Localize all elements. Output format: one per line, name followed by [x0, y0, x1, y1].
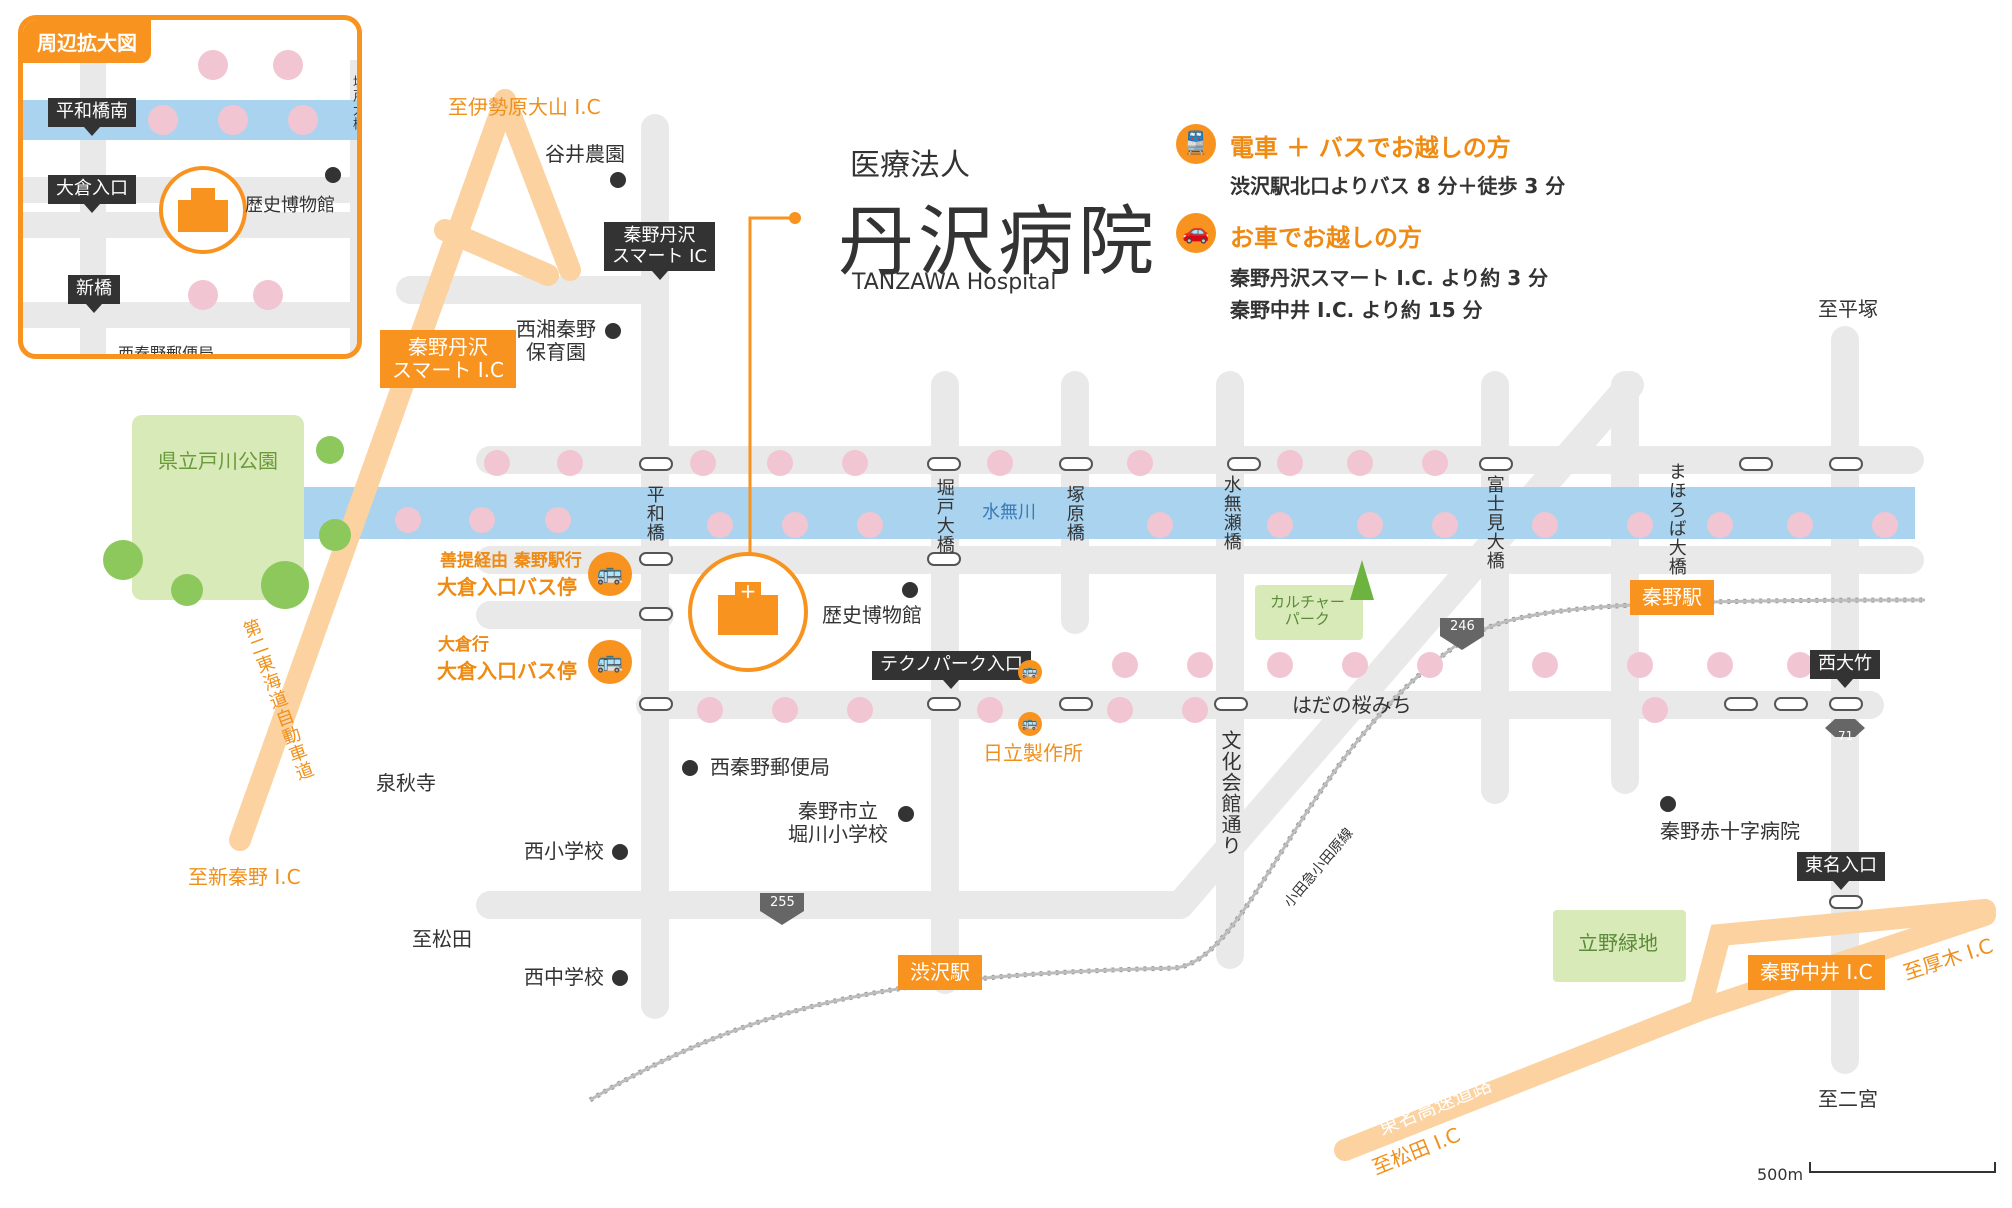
label-post: 西秦野郵便局 — [710, 755, 830, 779]
bridge-horito: 堀戸大橋 — [933, 478, 955, 554]
bridge-heiwa: 平和橋 — [643, 485, 665, 542]
inset-tag-shinbashi: 新橋 — [68, 275, 120, 313]
tag-tomei-iriguchi: 東名入口 — [1797, 852, 1885, 890]
bridge-tsukahara: 塚原橋 — [1063, 485, 1085, 542]
car-access-detail-2: 秦野中井 I.C. より約 15 分 — [1230, 298, 1483, 322]
label-to-matsuda: 至松田 — [412, 927, 472, 951]
bus2-stop: 大倉入口バス停 — [437, 659, 577, 683]
train-icon: 🚆 — [1176, 124, 1216, 164]
label-nishi-chu: 西中学校 — [524, 965, 604, 989]
car-icon: 🚗 — [1176, 213, 1216, 253]
label-tateno: 立野緑地 — [1578, 931, 1658, 955]
station-hadano: 秦野駅 — [1630, 580, 1714, 615]
scale-bar — [1809, 1162, 1996, 1173]
route-shields — [760, 618, 1865, 925]
green-trees — [103, 436, 351, 609]
farm-dot — [610, 172, 626, 188]
station-shibusawa: 渋沢駅 — [898, 955, 982, 990]
label-to-ninomiya: 至二宮 — [1818, 1087, 1878, 1111]
traffic-signals — [639, 457, 1863, 909]
train-access-heading: 電車 ＋ バスでお越しの方 — [1230, 134, 1511, 162]
route-71: 71 — [1838, 729, 1854, 743]
inset-post: 西秦野郵便局 — [118, 344, 215, 359]
bus1-route: 善提経由 秦野駅行 — [440, 551, 582, 571]
label-temple: 泉秋寺 — [376, 771, 436, 795]
car-access-detail-1: 秦野丹沢スマート I.C. より約 3 分 — [1230, 266, 1549, 290]
label-red-cross: 秦野赤十字病院 — [1660, 819, 1800, 843]
train-access-detail: 渋沢駅北口よりバス 8 分＋徒歩 3 分 — [1230, 174, 1566, 198]
tag-nishi-otake: 西大竹 — [1810, 650, 1880, 688]
label-sakura-road: はだの桜みち — [1292, 693, 1412, 717]
label-bunka: 文化会館通り — [1218, 730, 1242, 856]
label-to-hiratsuka: 至平塚 — [1818, 297, 1878, 321]
bridge-minase: 水無瀬橋 — [1220, 475, 1242, 551]
label-farm: 谷井農園 — [545, 142, 625, 166]
station-nakai-ic: 秦野中井 I.C — [1748, 955, 1885, 990]
tateno-ryokuchi — [1553, 910, 1686, 982]
label-nursery: 西湘秦野 保育園 — [516, 317, 596, 364]
inset-map: 周辺拡大図 平和橋南 大倉入口 新橋 歴史博物館 西秦野郵便局 堀戸大橋 — [18, 15, 362, 359]
bus-stop-icon: 🚌 — [1018, 712, 1042, 736]
bus2-route: 大倉行 — [438, 635, 489, 655]
route-246: 246 — [1450, 619, 1475, 634]
label-horikawa: 秦野市立 堀川小学校 — [788, 799, 888, 846]
label-park: 県立戸川公園 — [158, 449, 278, 473]
culture-park — [1255, 585, 1363, 640]
svg-text:+: + — [740, 579, 757, 603]
tag-techno-park: テクノパーク入口 — [872, 651, 1031, 689]
hospital-corp-label: 医療法人 — [850, 148, 970, 183]
inset-title: 周辺拡大図 — [23, 20, 151, 63]
label-to-shinhadano: 至新秦野 I.C — [188, 865, 301, 889]
inset-museum: 歴史博物館 — [245, 195, 335, 216]
label-nishi-sho: 西小学校 — [524, 839, 604, 863]
bus1-stop: 大倉入口バス停 — [437, 575, 577, 599]
car-access-heading: お車でお越しの方 — [1230, 224, 1422, 252]
hospital-name: 丹沢病院 — [838, 197, 1158, 286]
label-museum: 歴史博物館 — [822, 603, 922, 627]
bridge-fujimi: 富士見大橋 — [1483, 475, 1505, 570]
station-smart-ic: 秦野丹沢 スマート I.C — [380, 330, 516, 388]
park-togawa — [132, 415, 304, 600]
label-hitachi: 日立製作所 — [983, 741, 1083, 765]
nishi-sho-dot — [612, 844, 628, 860]
inset-bridge: 堀戸大橋 — [349, 75, 362, 131]
bus-stop-icon: 🚌 — [1018, 660, 1042, 684]
route-255: 255 — [770, 895, 795, 910]
sakura-trees — [395, 450, 1898, 723]
horikawa-dot — [898, 806, 914, 822]
label-to-isehara: 至伊勢原大山 I.C — [448, 95, 601, 119]
tag-smart-ic: 秦野丹沢 スマート IC — [604, 222, 716, 281]
inset-tag-okura: 大倉入口 — [48, 175, 136, 213]
nishi-chu-dot — [612, 970, 628, 986]
red-cross-dot — [1660, 796, 1676, 812]
inset-tag-heiwa: 平和橋南 — [48, 98, 136, 136]
scale-label: 500m — [1757, 1165, 1804, 1184]
label-culture-park: カルチャー パーク — [1270, 593, 1345, 629]
bus-stop-icon: 🚌 — [588, 552, 632, 596]
nursery-dot — [605, 323, 621, 339]
hospital-pointer — [748, 216, 795, 560]
museum-dot — [902, 582, 918, 598]
bridge-mahoroba: まほろば大橋 — [1665, 462, 1687, 576]
bus-stop-icon: 🚌 — [588, 640, 632, 684]
hospital-name-en: TANZAWA Hospital — [852, 270, 1057, 295]
label-river: 水無川 — [982, 502, 1036, 523]
post-dot — [682, 760, 698, 776]
